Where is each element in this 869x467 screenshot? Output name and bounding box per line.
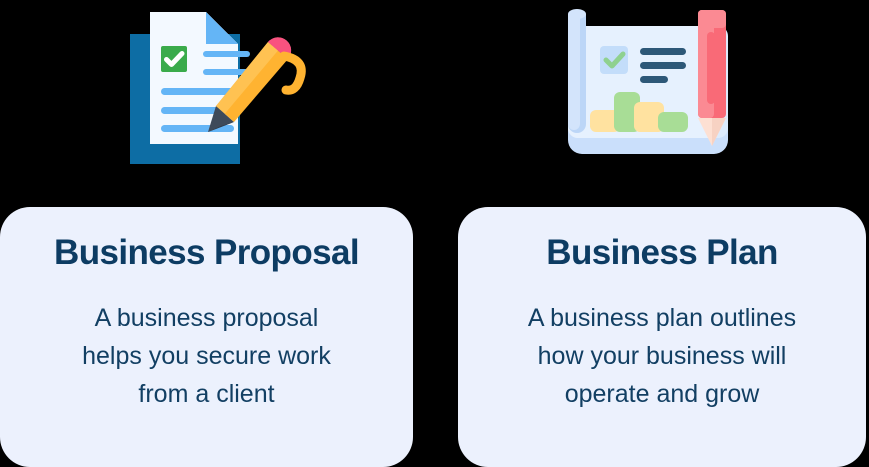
pencil-icon	[698, 10, 726, 146]
pen-barrel-highlight	[215, 42, 278, 114]
plan-text-line	[640, 76, 668, 83]
chart-bar	[634, 102, 664, 132]
pencil-stripe	[707, 32, 715, 104]
scroll-roll-highlight	[568, 14, 580, 130]
pencil-cap-shape	[698, 10, 726, 28]
document-text-line	[202, 69, 250, 75]
card-business-proposal[interactable]: Business Proposal A business proposal he…	[0, 207, 413, 467]
card-business-plan[interactable]: Business Plan A business plan outlines h…	[458, 207, 866, 467]
check-mark-icon	[163, 51, 184, 67]
blueprint-chart-with-pencil-icon	[568, 9, 728, 154]
pencil-tip-shade	[712, 118, 726, 146]
pen-tip-shape	[207, 106, 234, 132]
chart-bar	[614, 92, 640, 132]
card-description: A business proposal helps you secure wor…	[82, 304, 331, 409]
plan-text-line	[640, 62, 686, 69]
document-checklist-with-pen-icon	[129, 12, 306, 164]
business-proposal-illustration	[0, 0, 435, 195]
card-title: Business Proposal	[54, 233, 360, 272]
card-title: Business Plan	[546, 233, 778, 272]
chart-bar	[658, 112, 688, 132]
plan-text-line	[640, 48, 686, 55]
pen-icon	[207, 37, 306, 132]
pen-tip-shadow	[207, 122, 234, 132]
illustration-row	[0, 0, 869, 195]
card-row: Business Proposal A business proposal he…	[0, 207, 869, 467]
card-description: A business plan outlines how your busine…	[527, 304, 797, 409]
check-mark-icon	[603, 51, 626, 69]
business-plan-illustration	[435, 0, 869, 195]
pen-clip-shape	[279, 51, 306, 95]
chart-bar	[590, 110, 620, 132]
folded-corner-shape	[205, 12, 238, 44]
scroll-roll-cap	[568, 9, 586, 19]
document-text-line	[202, 51, 250, 57]
